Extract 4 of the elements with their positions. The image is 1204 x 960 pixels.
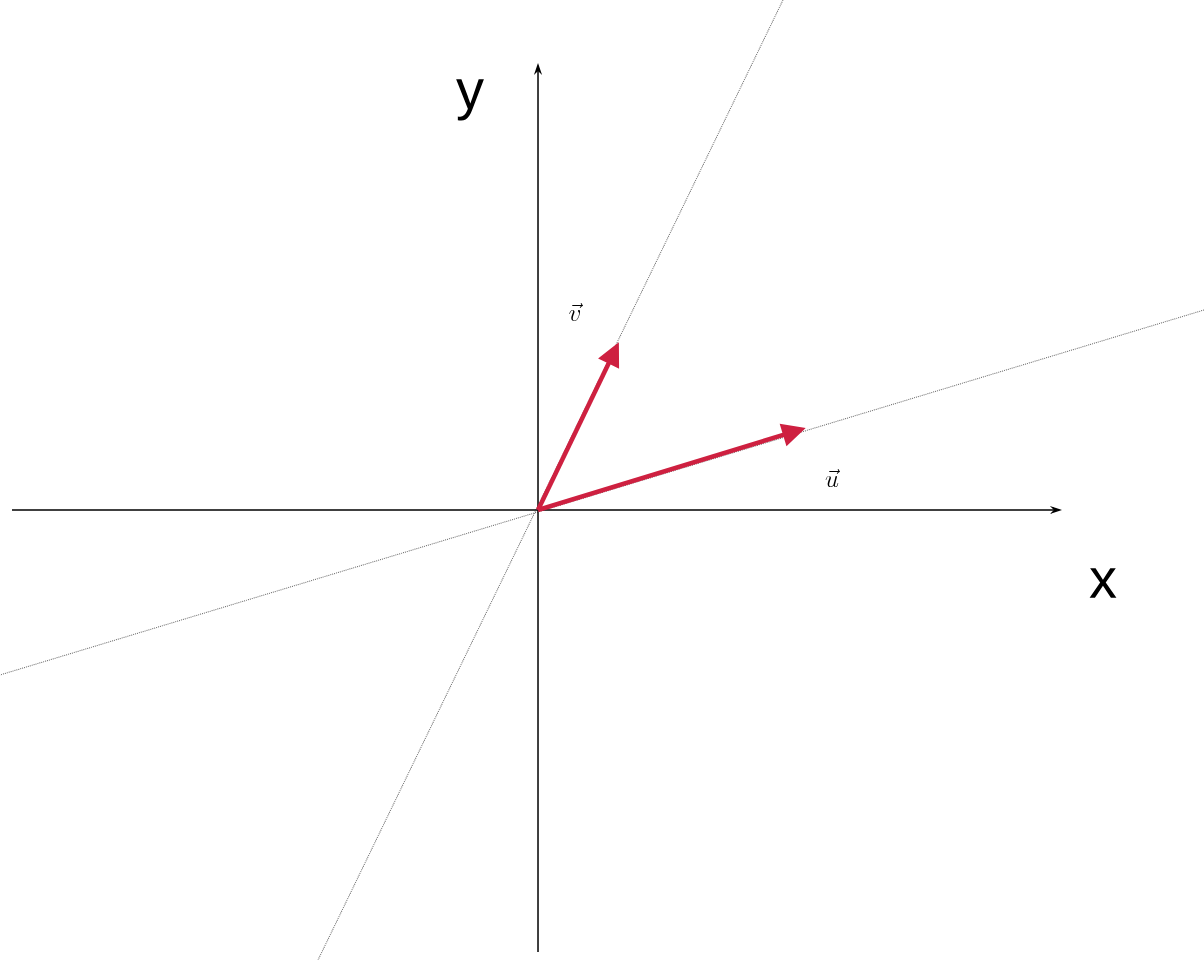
axis-label: y: [456, 79, 484, 121]
vector-label: $\vec{v}$: [569, 303, 583, 322]
axis-label: x: [1089, 568, 1117, 598]
vector-label: $\vec{u}$: [825, 469, 840, 488]
